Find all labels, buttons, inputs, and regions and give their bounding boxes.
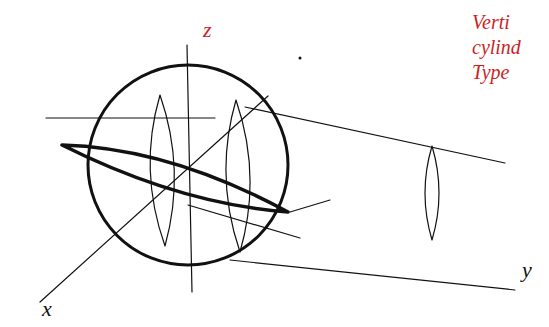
y-axis xyxy=(188,205,300,238)
axis-label: z xyxy=(203,16,212,44)
handwritten-note: Verti cylind Type xyxy=(472,10,542,85)
dot xyxy=(299,57,302,60)
cross-section-lens xyxy=(226,100,250,252)
horizontal-line xyxy=(46,117,215,118)
cylinder-bottom-line xyxy=(230,260,515,290)
cylinder-top-line xyxy=(245,107,505,163)
cylinder-end-ellipse xyxy=(425,146,439,240)
inner-line xyxy=(290,200,330,212)
x-axis xyxy=(40,96,268,302)
cross-section-lens xyxy=(150,95,174,246)
equator-ellipse xyxy=(62,145,288,212)
axis-label: y xyxy=(522,256,532,284)
axis-label: x xyxy=(42,295,52,323)
